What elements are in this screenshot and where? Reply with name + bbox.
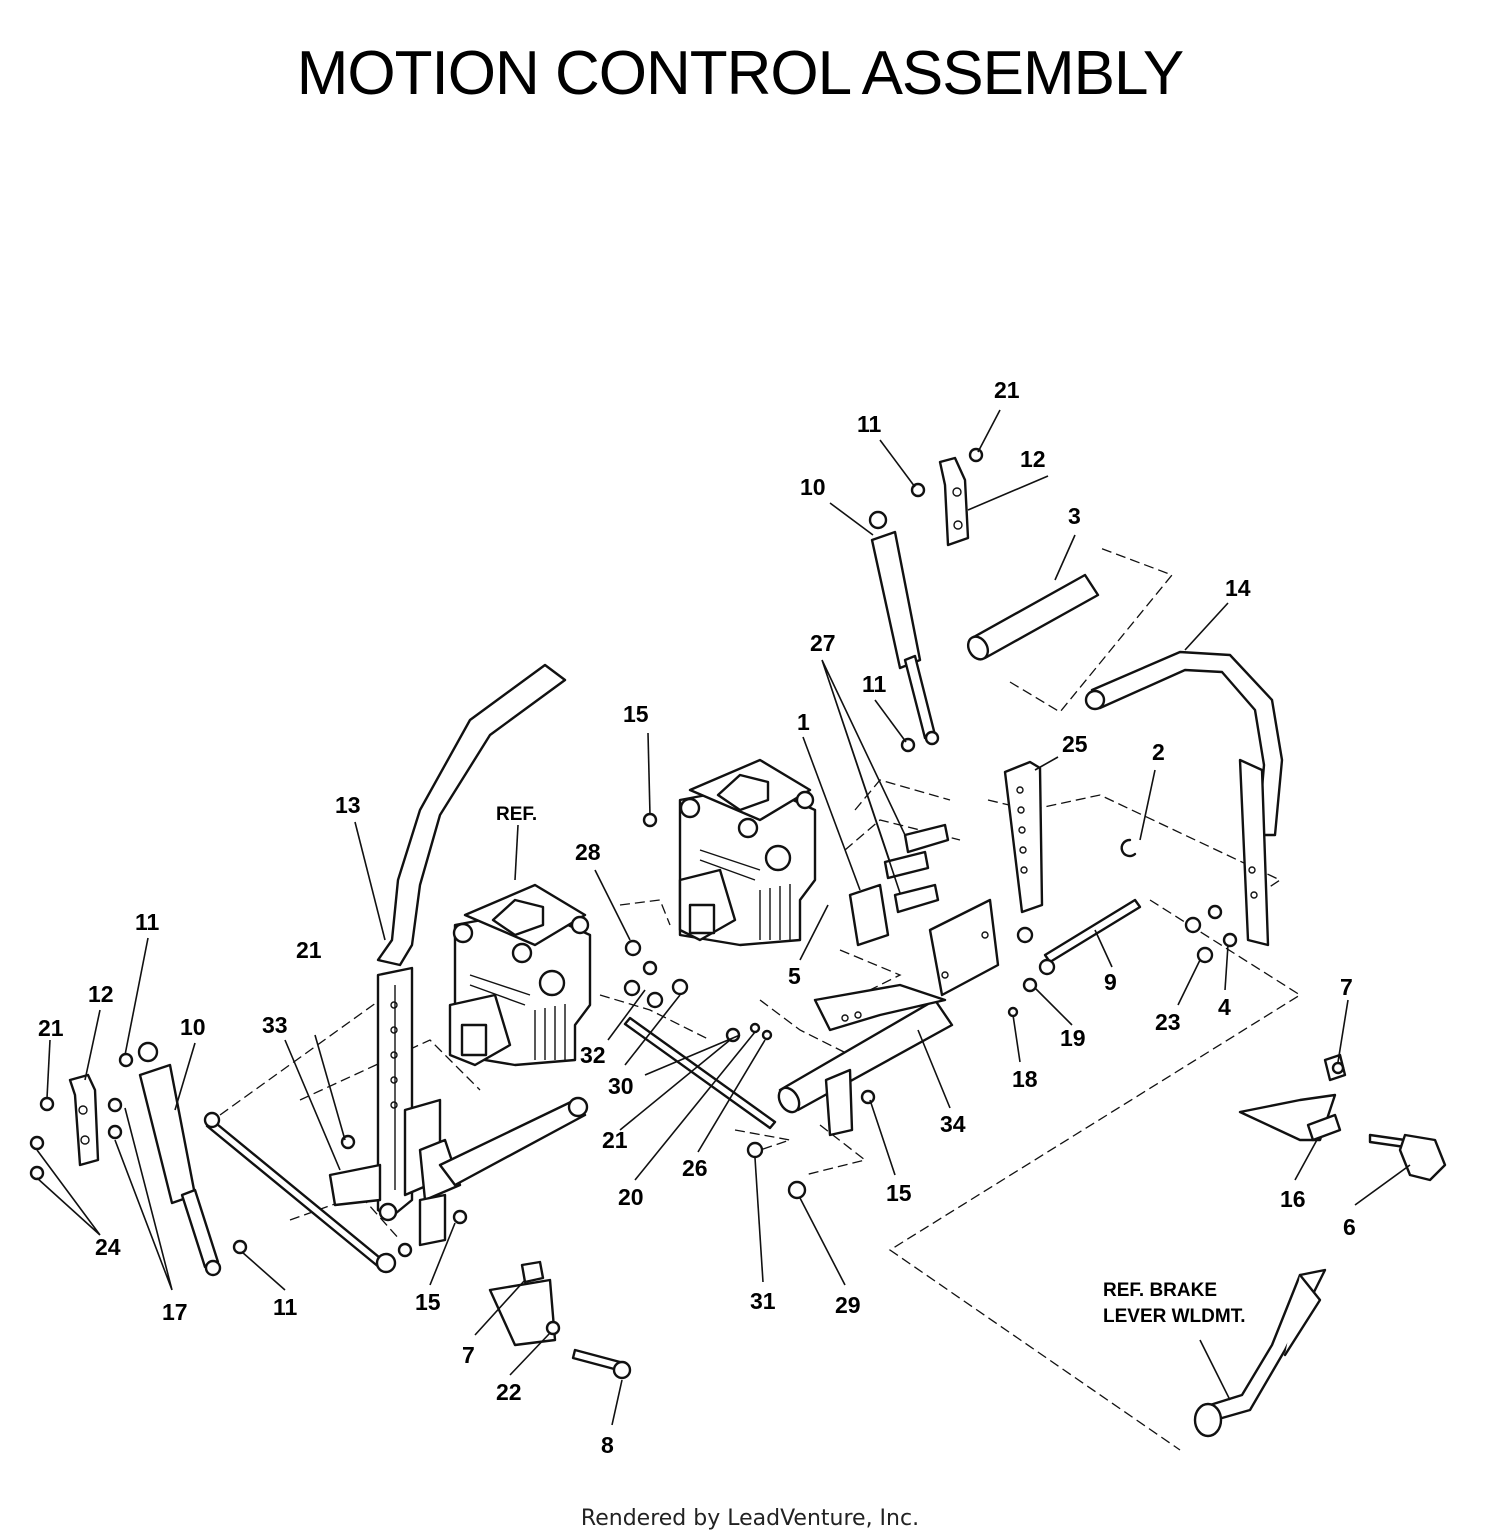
callout-2: 2 [1152, 739, 1165, 765]
callout-3: 3 [1068, 503, 1081, 529]
callout-19: 19 [1060, 1025, 1086, 1051]
linkage-rod [203, 1111, 397, 1274]
hydraulic-pump-left [448, 883, 592, 1067]
damper-bracket-left [68, 1073, 100, 1167]
part-callouts: 21 11 12 10 3 14 27 11 15 1 25 2 13 28 1… [38, 377, 1356, 1458]
callout-29: 29 [835, 1292, 861, 1318]
callout-21: 21 [994, 377, 1020, 403]
callout-28: 28 [575, 839, 601, 865]
brake-ref-label-line1: REF. BRAKE [1103, 1280, 1217, 1301]
callout-32: 32 [580, 1042, 606, 1068]
damper-left [137, 1041, 222, 1277]
callout-27: 27 [810, 630, 836, 656]
callout-26: 26 [682, 1155, 708, 1181]
callout-11: 11 [857, 411, 882, 437]
callout-22: 22 [496, 1379, 522, 1405]
callout-16: 16 [1280, 1186, 1306, 1212]
callout-11: 11 [862, 671, 887, 697]
control-rod [623, 1016, 777, 1130]
e-clip [1120, 838, 1137, 858]
callout-25: 25 [1062, 731, 1088, 757]
assembly-guide-lines [219, 547, 1302, 1451]
callout-23: 23 [1155, 1009, 1181, 1035]
callout-12: 12 [1020, 446, 1046, 472]
callout-15: 15 [415, 1289, 441, 1315]
damper-bracket-right [938, 456, 970, 547]
callout-7: 7 [1340, 974, 1353, 1000]
footer-credit: Rendered by LeadVenture, Inc. [580, 1506, 920, 1531]
callout-6: 6 [1343, 1214, 1356, 1240]
callout-21: 21 [296, 937, 322, 963]
adjustment-bar [1003, 760, 1044, 914]
callout-10: 10 [800, 474, 826, 500]
ref-label: REF. [496, 804, 537, 825]
callout-4: 4 [1218, 994, 1231, 1020]
pivot-shaft [777, 983, 954, 1137]
callout-5: 5 [788, 963, 801, 989]
right-control-lever [1084, 650, 1284, 947]
callout-20: 20 [618, 1184, 644, 1210]
leader-lines [36, 409, 1411, 1426]
callout-34: 34 [940, 1111, 966, 1137]
brake-ref-label-line2: LEVER WLDMT. [1103, 1306, 1246, 1327]
mounting-plate [848, 823, 1000, 997]
callout-15: 15 [886, 1180, 912, 1206]
left-control-lever [376, 663, 589, 1247]
callout-7: 7 [462, 1342, 475, 1368]
callout-33: 33 [262, 1012, 288, 1038]
adjustment-knob [1368, 1133, 1447, 1182]
callout-9: 9 [1104, 969, 1117, 995]
diagram-title: MOTION CONTROL ASSEMBLY [296, 39, 1184, 108]
callout-17: 17 [162, 1299, 188, 1325]
callout-12: 12 [88, 981, 114, 1007]
bolt-8 [571, 1348, 632, 1380]
callout-8: 8 [601, 1432, 614, 1458]
callout-24: 24 [95, 1234, 121, 1260]
spring [1306, 1113, 1342, 1142]
callout-14: 14 [1225, 575, 1251, 601]
callout-21: 21 [602, 1127, 628, 1153]
callout-21: 21 [38, 1015, 64, 1041]
hardware [29, 447, 1345, 1336]
callout-15: 15 [623, 701, 649, 727]
callout-30: 30 [608, 1073, 634, 1099]
brake-lever-weldment [1193, 1268, 1327, 1438]
callout-10: 10 [180, 1014, 206, 1040]
callout-13: 13 [335, 792, 361, 818]
pivot-pin [1043, 898, 1142, 964]
callout-1: 1 [797, 709, 810, 735]
callout-31: 31 [750, 1288, 776, 1314]
callout-11: 11 [135, 909, 160, 935]
handle-grip [966, 573, 1100, 661]
callout-11: 11 [273, 1294, 298, 1320]
neutral-bracket-left [488, 1260, 557, 1347]
hydraulic-pump-right [678, 758, 817, 947]
callout-18: 18 [1012, 1066, 1038, 1092]
damper-right [868, 510, 940, 746]
